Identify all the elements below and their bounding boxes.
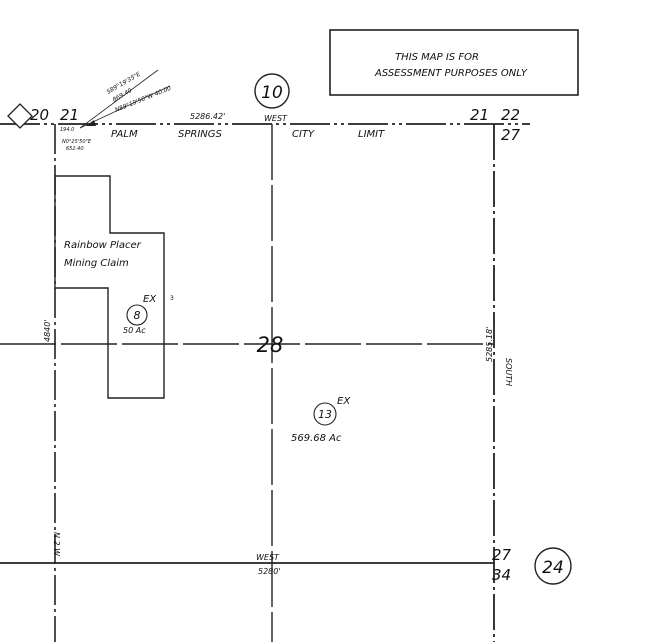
page-marker-bottom-right-label: 24 <box>542 558 564 578</box>
section-boundary <box>0 123 530 642</box>
survey-note-5: 652.40 <box>66 146 84 152</box>
assessment-notice: THIS MAP IS FOR ASSESSMENT PURPOSES ONLY <box>329 29 579 96</box>
page-marker-top[interactable]: 10 <box>254 73 290 109</box>
corner-27-top: 27 <box>501 126 521 144</box>
top-distance: 5286.42' <box>190 112 225 121</box>
right-distance: 5285.18' <box>485 327 494 362</box>
corner-27-bottom: 27 <box>492 546 512 564</box>
city-limit-word-4: LIMIT <box>358 129 385 140</box>
parcel-8-status: EX <box>143 294 157 305</box>
corner-21-right: 21 <box>470 106 489 124</box>
claim-name-line-2: Mining Claim <box>64 258 129 269</box>
corner-20: 20 <box>30 106 49 124</box>
parcel-8-number: 8 <box>134 309 141 322</box>
parcel-13[interactable]: 13 EX 569.68 Ac <box>291 396 351 444</box>
survey-note-3: N89°19'50"W 40.00 <box>114 85 172 114</box>
notice-line-1: THIS MAP IS FOR <box>395 52 479 63</box>
city-limit-word-2: SPRINGS <box>178 129 223 140</box>
section-corner-labels: 20 21 21 22 27 27 34 <box>30 106 521 584</box>
page-marker-top-label: 10 <box>261 83 283 103</box>
bottom-direction: WEST <box>256 553 280 562</box>
parcel-8-area: 50 Ac <box>123 326 146 335</box>
parcel-13-area: 569.68 Ac <box>291 433 342 444</box>
left-distance: 4840' <box>43 319 52 342</box>
boundary-annotations: PALM SPRINGS CITY LIMIT 5286.42' WEST 52… <box>43 112 513 576</box>
corner-22: 22 <box>501 106 520 124</box>
corner-diamond <box>7 103 33 129</box>
bottom-distance: 5280' <box>258 567 281 576</box>
survey-note-4: N0°25'50"E <box>62 139 92 145</box>
parcel-8-suffix: 3 <box>170 295 174 302</box>
top-direction: WEST <box>264 114 288 123</box>
corner-34: 34 <box>492 566 511 584</box>
parcel-8[interactable]: 8 EX 3 50 Ac <box>123 294 174 335</box>
section-number: 28 <box>257 333 284 357</box>
corner-21-left: 21 <box>60 106 79 124</box>
city-limit-word-1: PALM <box>111 129 138 140</box>
left-bottom-text: N 2 W <box>52 532 61 557</box>
survey-note-6: 194.0 <box>60 127 74 133</box>
parcel-13-status: EX <box>337 396 351 407</box>
parcel-13-number: 13 <box>318 408 332 421</box>
claim-name-line-1: Rainbow Placer <box>64 240 142 251</box>
notice-line-2: ASSESSMENT PURPOSES ONLY <box>374 68 528 79</box>
right-direction: SOUTH <box>504 358 513 386</box>
page-marker-bottom-right[interactable]: 24 <box>534 547 572 585</box>
mining-claim[interactable]: Rainbow Placer Mining Claim <box>54 175 165 399</box>
city-limit-word-3: CITY <box>292 129 315 140</box>
